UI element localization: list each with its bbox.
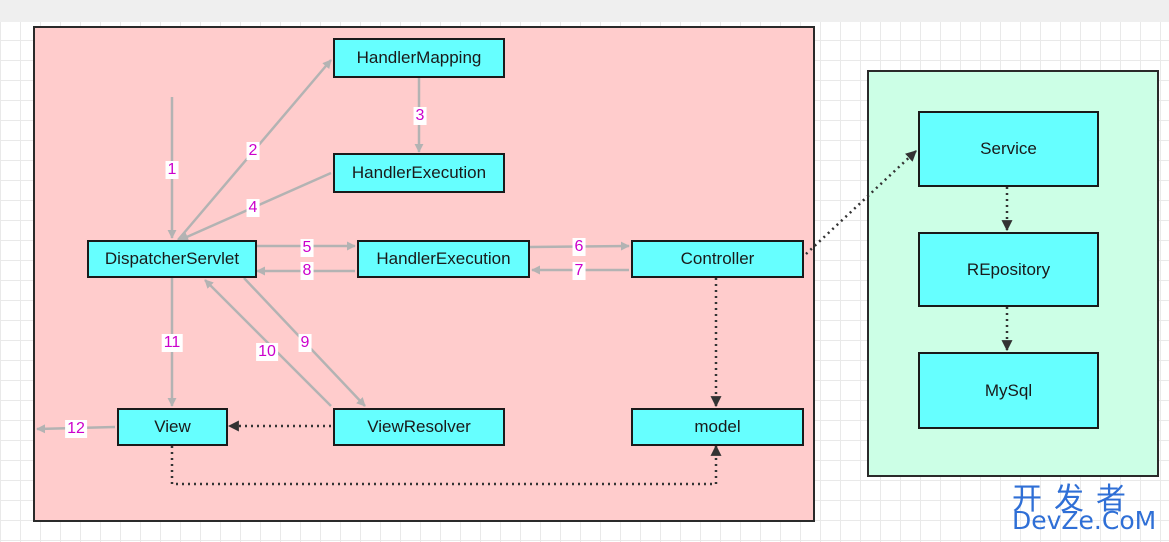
model-node: model <box>631 408 804 446</box>
step-label-9: 9 <box>298 334 312 352</box>
step-label-6: 6 <box>572 238 586 256</box>
step-label-5: 5 <box>300 239 314 257</box>
step-label-1: 1 <box>165 161 179 179</box>
handler-execution-mid-node: HandlerExecution <box>357 240 530 278</box>
service-node: Service <box>918 111 1099 187</box>
handler-execution-mid-label: HandlerExecution <box>376 249 511 268</box>
mysql-label: MySql <box>984 380 1033 400</box>
step-label-10: 10 <box>256 343 278 361</box>
view-node: View <box>117 408 228 446</box>
view-resolver-node: ViewResolver <box>333 408 505 446</box>
handler-mapping-node: HandlerMapping <box>333 38 505 78</box>
handler-execution-top-label: HandlerExecution <box>351 163 487 182</box>
step-label-12: 12 <box>65 420 87 438</box>
dispatcher-servlet-node: DispatcherServlet <box>87 240 257 278</box>
repository-label: REpository <box>966 259 1051 279</box>
step-label-2: 2 <box>246 142 260 160</box>
step-label-7: 7 <box>572 262 586 280</box>
mysql-node: MySql <box>918 352 1099 429</box>
arrow-controller-service <box>805 150 917 255</box>
view-label: View <box>154 417 191 436</box>
top-strip <box>0 0 1169 22</box>
arrow-view-model <box>170 444 722 486</box>
handler-mapping-label: HandlerMapping <box>356 48 482 67</box>
model-label: model <box>694 417 741 436</box>
step-label-8: 8 <box>300 262 314 280</box>
step-label-11: 11 <box>161 334 183 352</box>
watermark-site: DevZe.CoM <box>1012 506 1157 535</box>
step-label-4: 4 <box>246 199 260 217</box>
controller-node: Controller <box>631 240 804 278</box>
view-resolver-label: ViewResolver <box>367 417 471 436</box>
dispatcher-servlet-label: DispatcherServlet <box>104 249 240 268</box>
repository-node: REpository <box>918 232 1099 307</box>
watermark-chinese: 开发者 <box>1012 482 1138 517</box>
step-label-3: 3 <box>413 107 427 125</box>
handler-execution-top-node: HandlerExecution <box>333 153 505 193</box>
service-label: Service <box>980 139 1037 158</box>
controller-label: Controller <box>680 249 755 268</box>
